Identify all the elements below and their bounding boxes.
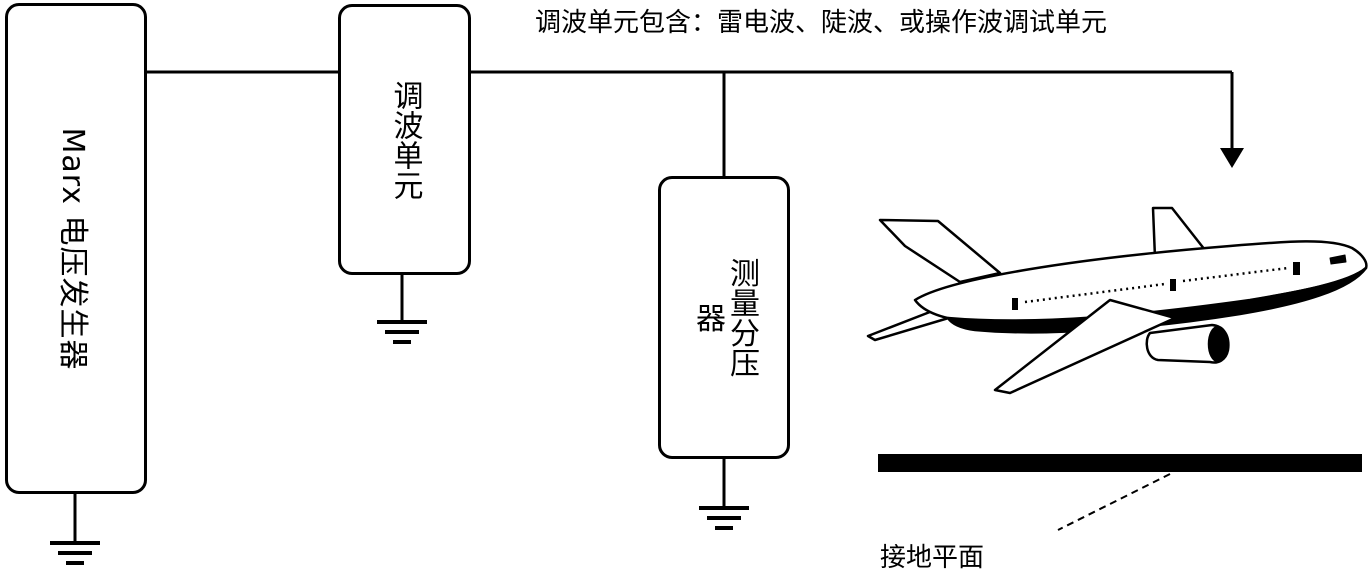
airplane-icon [866,206,1368,395]
wave-unit-note: 调波单元包含：雷电波、陡波、或操作波调试单元 [535,8,1108,38]
ground-symbol-icon [699,506,749,530]
arrow-down-icon [1220,148,1244,168]
ground-symbol-icon [377,320,427,344]
marx-generator-box: Marx 电压发生器 [5,3,147,494]
ground-symbol-icon [50,541,100,565]
marx-generator-label: Marx 电压发生器 [55,126,90,371]
divider-box: 测量分压器 [658,176,790,459]
wave-unit-box: 调波单元 [338,4,471,275]
ground-plane-leader-line [1057,473,1171,531]
divider-label: 测量分压器 [690,257,759,378]
ground-plane-label: 接地平面 [880,543,985,573]
ground-plane [878,454,1362,472]
wave-unit-label: 调波单元 [387,79,423,200]
